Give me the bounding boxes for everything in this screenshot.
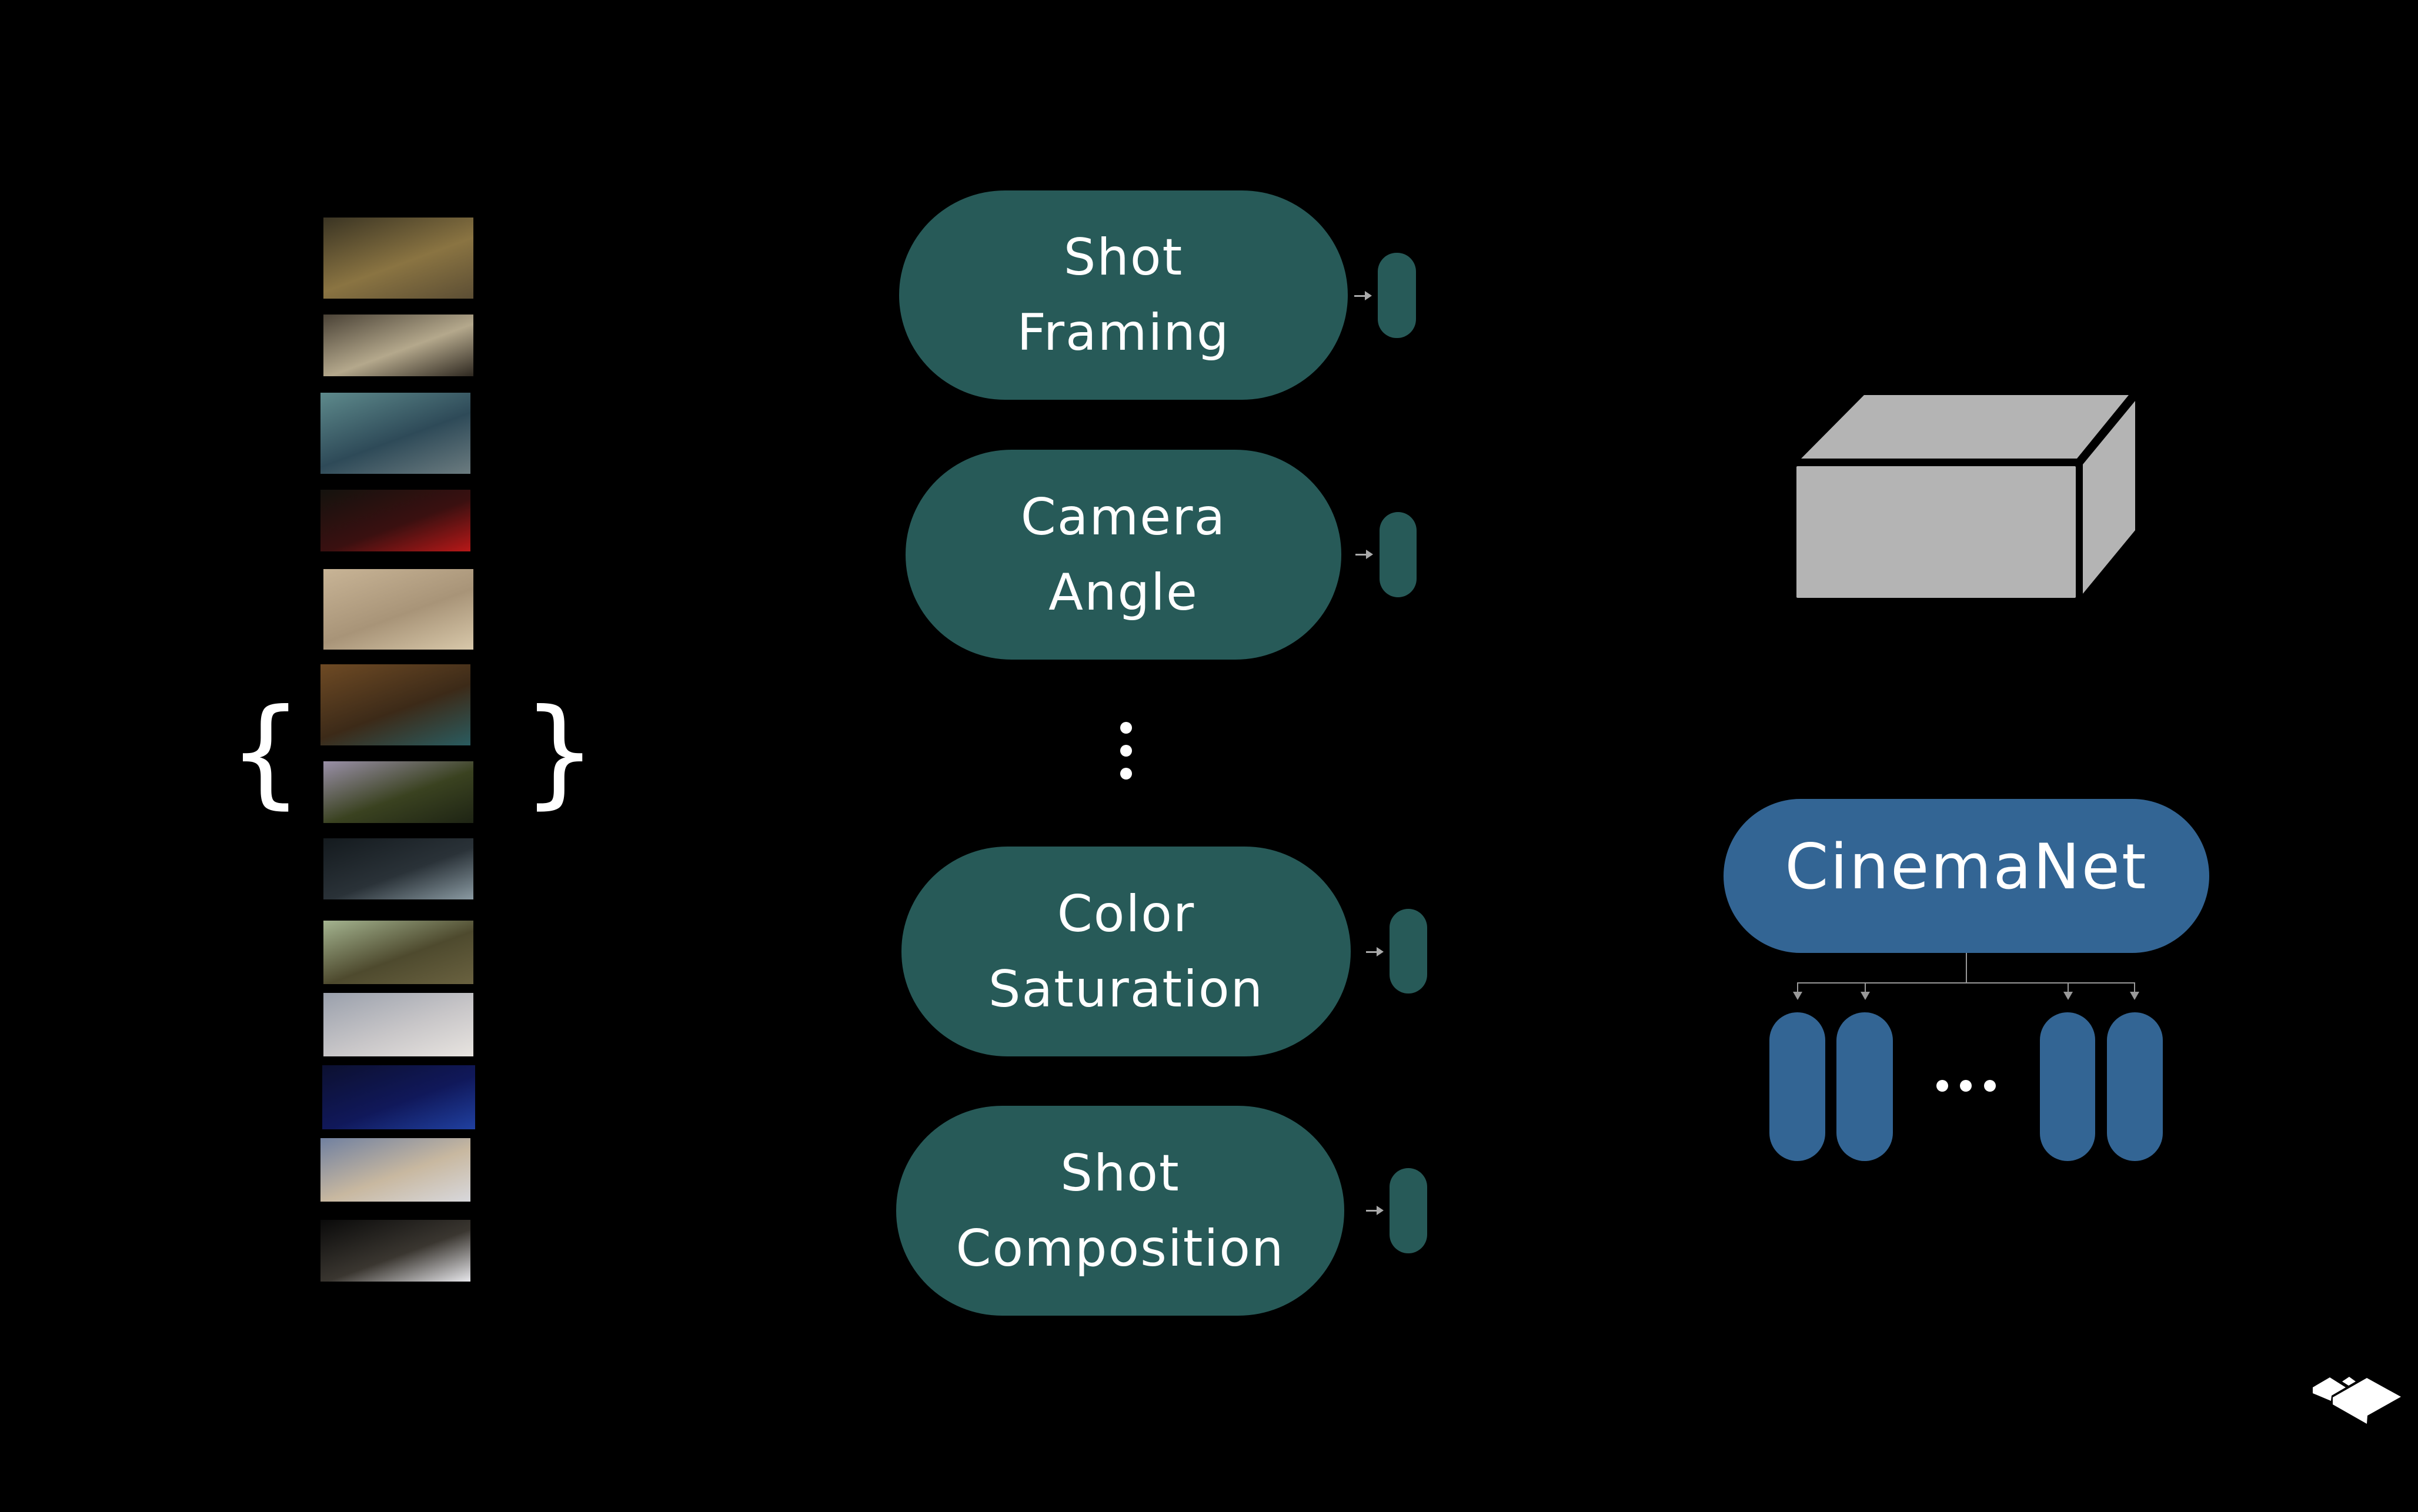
cube-front-face	[1796, 466, 2076, 598]
connector-drop	[1797, 982, 1798, 993]
logo-block-small	[2342, 1377, 2356, 1386]
model-output-head	[1769, 1012, 1825, 1161]
arrow-right-icon	[1354, 291, 1372, 300]
classifier-label-line1: Camera	[1020, 487, 1227, 547]
ellipsis-dot	[1120, 722, 1132, 734]
arrow-right-icon	[1366, 947, 1384, 956]
frame-thumbnail	[320, 1220, 470, 1282]
frame-thumbnail	[323, 315, 473, 376]
frame-thumbnail	[320, 393, 470, 474]
frame-thumbnail	[320, 664, 470, 745]
arrow-down-icon	[1861, 992, 1870, 1000]
classifier-label-line1: Shot	[1060, 1143, 1180, 1203]
arrow-down-icon	[1793, 992, 1802, 1000]
cube-right-face	[2083, 401, 2135, 594]
connector-trunk	[1966, 953, 1967, 983]
model-output-head	[2107, 1012, 2163, 1161]
frame-thumbnail	[323, 921, 473, 984]
connector-drop	[1865, 982, 1866, 993]
classifier-label-line2: Composition	[956, 1219, 1285, 1278]
ellipsis-dot	[1936, 1080, 1948, 1092]
classifier-output	[1380, 512, 1417, 597]
model-output-head	[2040, 1012, 2095, 1161]
ellipsis-dot	[1120, 745, 1132, 757]
frame-thumbnail	[323, 761, 473, 823]
logo-block-main	[2333, 1378, 2401, 1424]
ellipsis-dot	[1984, 1080, 1996, 1092]
arrow-down-icon	[2130, 992, 2139, 1000]
brace-open: {	[228, 684, 303, 821]
arrow-right-icon	[1355, 550, 1373, 559]
classifier-color-saturation: Color Saturation	[901, 847, 1351, 1056]
connector-drop	[2134, 982, 2135, 993]
brace-close: }	[522, 684, 597, 821]
arrow-down-icon	[2063, 992, 2073, 1000]
cinemanet-model: CinemaNet	[1724, 799, 2209, 953]
classifier-shot-composition: Shot Composition	[896, 1106, 1344, 1316]
frame-thumbnail	[323, 993, 473, 1056]
ellipsis-dot	[1120, 768, 1132, 780]
classifier-camera-angle: Camera Angle	[906, 450, 1341, 660]
model-name: CinemaNet	[1785, 830, 2148, 903]
ellipsis-dot	[1960, 1080, 1972, 1092]
frame-thumbnail	[322, 1065, 475, 1129]
cube-top-face	[1801, 395, 2129, 459]
connector-drop	[2068, 982, 2069, 993]
classifier-output	[1390, 909, 1427, 993]
cube-icon	[1796, 395, 2135, 598]
classifier-label-line2: Saturation	[988, 959, 1264, 1019]
arrow-right-icon	[1366, 1206, 1384, 1215]
frame-thumbnail	[323, 838, 473, 899]
frame-thumbnail	[323, 218, 473, 299]
frame-thumbnail	[320, 490, 470, 551]
frame-thumbnail	[323, 569, 473, 650]
classifier-shot-framing: Shot Framing	[899, 190, 1348, 400]
classifier-label-line2: Framing	[1017, 303, 1230, 362]
connector-bus	[1797, 982, 2135, 984]
classifier-label-line1: Color	[1057, 884, 1195, 944]
logo-block-left	[2313, 1377, 2346, 1401]
classifier-label-line1: Shot	[1063, 228, 1184, 287]
classifier-output	[1378, 253, 1416, 338]
model-output-head	[1836, 1012, 1893, 1161]
classifier-label-line2: Angle	[1048, 563, 1198, 622]
frame-thumbnail	[320, 1138, 470, 1202]
logo-icon	[2313, 1377, 2401, 1424]
classifier-output	[1390, 1168, 1427, 1253]
